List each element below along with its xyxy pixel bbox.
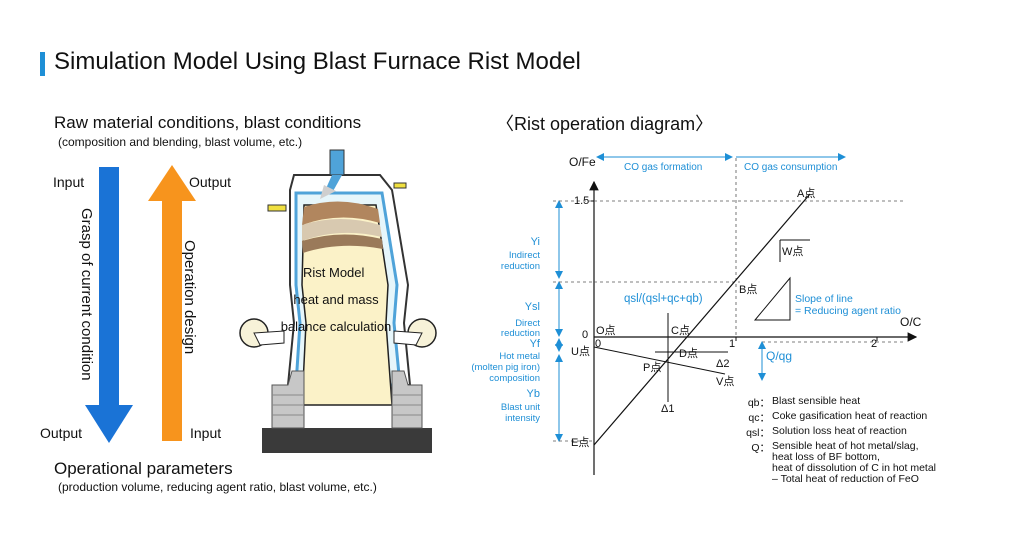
blast-furnace-illustration: [239, 149, 437, 453]
co-consumption-label: CO gas consumption: [744, 162, 838, 173]
operation-design-caption: Operation design: [181, 240, 198, 355]
hot-metal-label-1: Hot metal: [499, 351, 540, 362]
legend-desc-q-1: Sensible heat of hot metal/slag,: [772, 440, 919, 452]
q-qg-label: Q/qg: [766, 349, 793, 363]
legend-desc-q-3: heat of dissolution of C in hot metal: [772, 462, 937, 474]
operational-parameters-subheading: (production volume, reducing agent ratio…: [58, 480, 377, 494]
tick-1-5: 1.5: [574, 195, 590, 207]
tick-x2: 2: [871, 338, 878, 350]
tick-x0: 0: [595, 338, 602, 350]
co-formation-label: CO gas formation: [624, 162, 703, 173]
point-c: C点: [671, 325, 690, 337]
tick-y0: 0: [582, 329, 589, 341]
indirect-label-2: reduction: [500, 261, 540, 272]
slope-ratio-label: = Reducing agent ratio: [795, 305, 901, 317]
legend-desc-q-2: heat loss of BF bottom,: [772, 451, 880, 463]
slope-line-label: Slope of line: [795, 293, 853, 305]
legend-desc-q-4: – Total heat of reduction of FeO: [772, 473, 919, 485]
yf-label: Yf: [529, 338, 540, 350]
y-axis-label: O/Fe: [569, 155, 596, 169]
hot-metal-label-2: (molten pig iron): [471, 362, 540, 373]
delta1-label: Δ1: [661, 403, 675, 415]
hot-metal-label-3: composition: [489, 373, 540, 384]
point-w: W点: [782, 246, 804, 258]
legend-code-qc: qc：: [748, 412, 770, 424]
furnace-text-balance-calc: balance calculation: [280, 319, 392, 334]
slope-triangle: [753, 276, 791, 321]
operating-line: [593, 193, 811, 446]
ysl-label: Ysl: [524, 301, 540, 313]
point-d: D点: [679, 348, 698, 360]
raw-material-heading: Raw material conditions, blast condition…: [54, 113, 362, 132]
blue-arrow-input-label: Input: [53, 174, 85, 190]
legend-code-qsl: qsl：: [746, 427, 770, 439]
point-a: A点: [797, 188, 816, 200]
legend-code-qb: qb：: [747, 397, 770, 409]
delta2-label: Δ2: [716, 358, 730, 370]
yb-label: Yb: [526, 388, 540, 400]
point-b: B点: [739, 284, 758, 296]
page-title: Simulation Model Using Blast Furnace Ris…: [54, 48, 581, 75]
blue-arrow-output-label: Output: [40, 425, 83, 441]
direct-label-2: reduction: [500, 328, 540, 339]
furnace-text-heat-mass: heat and mass: [293, 292, 379, 307]
blast-unit-label-2: intensity: [505, 413, 540, 424]
x-axis-label: O/C: [900, 315, 922, 329]
point-u: U点: [571, 346, 590, 358]
blue-down-arrow: [85, 167, 133, 443]
grasp-current-condition-caption: Grasp of current condition: [78, 208, 95, 381]
blast-unit-label-1: Blast unit: [500, 402, 540, 413]
point-e: E点: [571, 437, 590, 449]
raw-material-subheading: (composition and blending, blast volume,…: [58, 135, 303, 149]
legend-desc-qsl: Solution loss heat of reaction: [772, 425, 907, 437]
formula-label: qsl/(qsl+qc+qb): [624, 293, 703, 305]
point-o: O点: [596, 325, 616, 337]
operational-parameters-heading: Operational parameters: [54, 459, 233, 478]
legend-desc-qb: Blast sensible heat: [772, 395, 861, 407]
direct-label-1: Direct: [515, 318, 540, 329]
yi-label: Yi: [530, 236, 540, 248]
orange-arrow-output-label: Output: [189, 174, 232, 190]
point-v: V点: [716, 376, 735, 388]
legend-code-q: Q：: [751, 442, 770, 454]
tick-x1: 1: [729, 338, 736, 350]
indirect-label-1: Indirect: [508, 250, 540, 261]
rist-diagram-heading: 〈Rist operation diagram〉: [496, 114, 714, 134]
furnace-text-rist-model: Rist Model: [303, 265, 365, 280]
orange-up-arrow: [148, 165, 196, 441]
title-accent-bar: [40, 52, 45, 76]
uv-line: [593, 346, 726, 375]
furnace-base: [262, 428, 432, 453]
orange-arrow-input-label: Input: [190, 425, 222, 441]
rist-diagram: [553, 153, 918, 475]
legend-desc-qc: Coke gasification heat of reaction: [772, 410, 928, 422]
point-p: P点: [643, 362, 662, 374]
